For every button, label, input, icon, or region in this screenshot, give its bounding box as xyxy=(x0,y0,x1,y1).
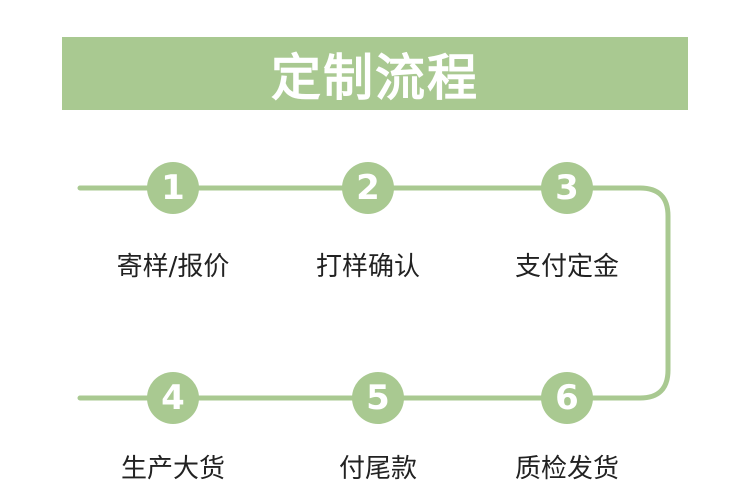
step-number-6: 6 xyxy=(555,378,579,418)
step-label-3: 支付定金 xyxy=(514,252,619,282)
step-label-5: 付尾款 xyxy=(338,454,417,484)
step-label-1: 寄样/报价 xyxy=(116,252,230,282)
step-circle-6 xyxy=(541,372,593,424)
step-number-4: 4 xyxy=(161,378,185,418)
step-label-4: 生产大货 xyxy=(120,454,225,484)
step-circle-3 xyxy=(541,162,593,214)
step-number-3: 3 xyxy=(555,168,579,208)
step-number-2: 2 xyxy=(356,168,380,208)
step-number-5: 5 xyxy=(366,378,390,418)
connector-top-and-turn xyxy=(77,185,671,401)
step-number-1: 1 xyxy=(161,168,185,208)
title-banner: 定制流程 xyxy=(62,37,688,110)
step-label-6: 质检发货 xyxy=(514,454,619,484)
step-circle-2 xyxy=(342,162,394,214)
page-title: 定制流程 xyxy=(271,48,479,107)
step-label-2: 打样确认 xyxy=(315,252,420,282)
step-circle-4 xyxy=(147,372,199,424)
step-circle-1 xyxy=(147,162,199,214)
step-circle-5 xyxy=(352,372,404,424)
